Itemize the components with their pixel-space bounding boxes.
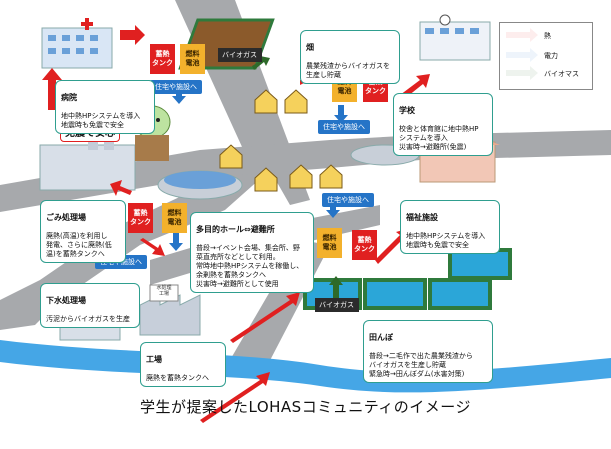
biogas-tank-top	[218, 48, 262, 62]
callout-tanbo-title: 田んぼ	[369, 332, 393, 342]
callout-fukushi-title: 福祉施設	[406, 212, 438, 222]
housing-label-2: 住宅や施設へ	[318, 120, 370, 134]
callout-kojo: 工場 廃熱を蓄熱タンクへ	[140, 342, 226, 388]
callout-byoin-title: 病院	[61, 92, 77, 102]
biogas-label-top: バイオガス	[222, 51, 257, 59]
main-road	[0, 0, 310, 330]
paddy-fields	[303, 248, 512, 310]
housing-label-3: 住宅や施設へ	[322, 193, 374, 207]
fuel-cell-hospital: 燃料 電池	[180, 44, 205, 74]
callout-kojo-body: 廃熱を蓄熱タンクへ	[146, 374, 209, 383]
legend-heat-label: 熱	[544, 32, 551, 40]
biogas-tank-bottom	[315, 298, 359, 312]
callout-gesui-body: 汚泥からバイオガスを生産	[46, 315, 130, 324]
river	[0, 340, 611, 393]
factory-building	[139, 284, 201, 336]
heat-tank-garbage: 蓄熱 タンク	[128, 203, 153, 233]
legend-biomass-label: バイオマス	[544, 70, 579, 78]
biomass-arrows	[252, 56, 343, 300]
housing-label-1: 住宅や施設へ	[150, 80, 202, 94]
callout-kojo-title: 工場	[146, 354, 162, 364]
callout-gakko-body: 校舎と体育館に地中熱HP システムを導入 災害時→避難所(免震)	[399, 125, 479, 152]
callout-fukushi-body: 地中熱HPシステムを導入 地震時も免震で安全	[406, 232, 486, 250]
power-arrows	[169, 86, 348, 251]
callout-tanbo: 田んぼ 普段→二毛作で出た農業残渣から バイオガスを生産し貯蔵 緊急時→田んぼダ…	[363, 320, 493, 383]
callout-gesui: 下水処理場 汚泥からバイオガスを生産	[40, 283, 140, 329]
school-building	[419, 14, 491, 61]
callout-gomi-body: 廃熱(高温)を利用し 発電、さらに廃熱(低 温)を蓄熱タンクへ	[46, 232, 112, 259]
callout-byoin: 病院 地中熱HPシステムを導入 地震時も免震で安全	[55, 80, 155, 135]
callout-hall-body: 普段→イベント会場、集会所、野 菜直売所などとして利用。 常時地中熱HPシステム…	[196, 244, 304, 288]
callout-gomi-title: ごみ処理場	[46, 212, 86, 222]
callout-gakko: 学校 校舎と体育館に地中熱HP システムを導入 災害時→避難所(免震)	[393, 93, 493, 156]
callout-fukushi: 福祉施設 地中熱HPシステムを導入 地震時も免震で安全	[400, 200, 500, 255]
biogas-label-bottom: バイオガス	[319, 301, 354, 309]
heat-tank-hospital: 蓄熱 タンク	[150, 44, 175, 74]
heat-tank-paddy: 蓄熱 タンク	[352, 230, 377, 260]
fuel-cell-paddy: 燃料 電池	[317, 228, 342, 258]
callout-hall-title: 多目的ホール⇔避難所	[196, 224, 275, 234]
page-caption: 学生が提案したLOHASコミュニティのイメージ	[140, 398, 471, 416]
hospital-building	[41, 18, 113, 69]
callout-hall: 多目的ホール⇔避難所 普段→イベント会場、集会所、野 菜直売所などとして利用。 …	[190, 212, 314, 293]
callout-gakko-title: 学校	[399, 105, 415, 115]
callout-hatake-title: 畑	[306, 42, 314, 52]
callout-hatake: 畑 農業残渣からバイオガスを 生産し貯蔵	[300, 30, 400, 85]
callout-byoin-body: 地中熱HPシステムを導入 地震時も免震で安全	[61, 112, 141, 130]
legend-power-label: 電力	[544, 52, 558, 60]
factory-sign: 水処理 工場	[156, 285, 172, 297]
legend: 熱 電力 バイオマス	[499, 22, 593, 90]
stadium-hall	[157, 170, 243, 200]
fuel-cell-garbage: 燃料 電池	[162, 203, 187, 233]
callout-tanbo-body: 普段→二毛作で出た農業残渣から バイオガスを生産し貯蔵 緊急時→田んぼダム(水害…	[369, 352, 473, 379]
callout-gomi: ごみ処理場 廃熱(高温)を利用し 発電、さらに廃熱(低 温)を蓄熱タンクへ	[40, 200, 126, 263]
callout-hatake-body: 農業残渣からバイオガスを 生産し貯蔵	[306, 62, 390, 80]
callout-gesui-title: 下水処理場	[46, 295, 86, 305]
